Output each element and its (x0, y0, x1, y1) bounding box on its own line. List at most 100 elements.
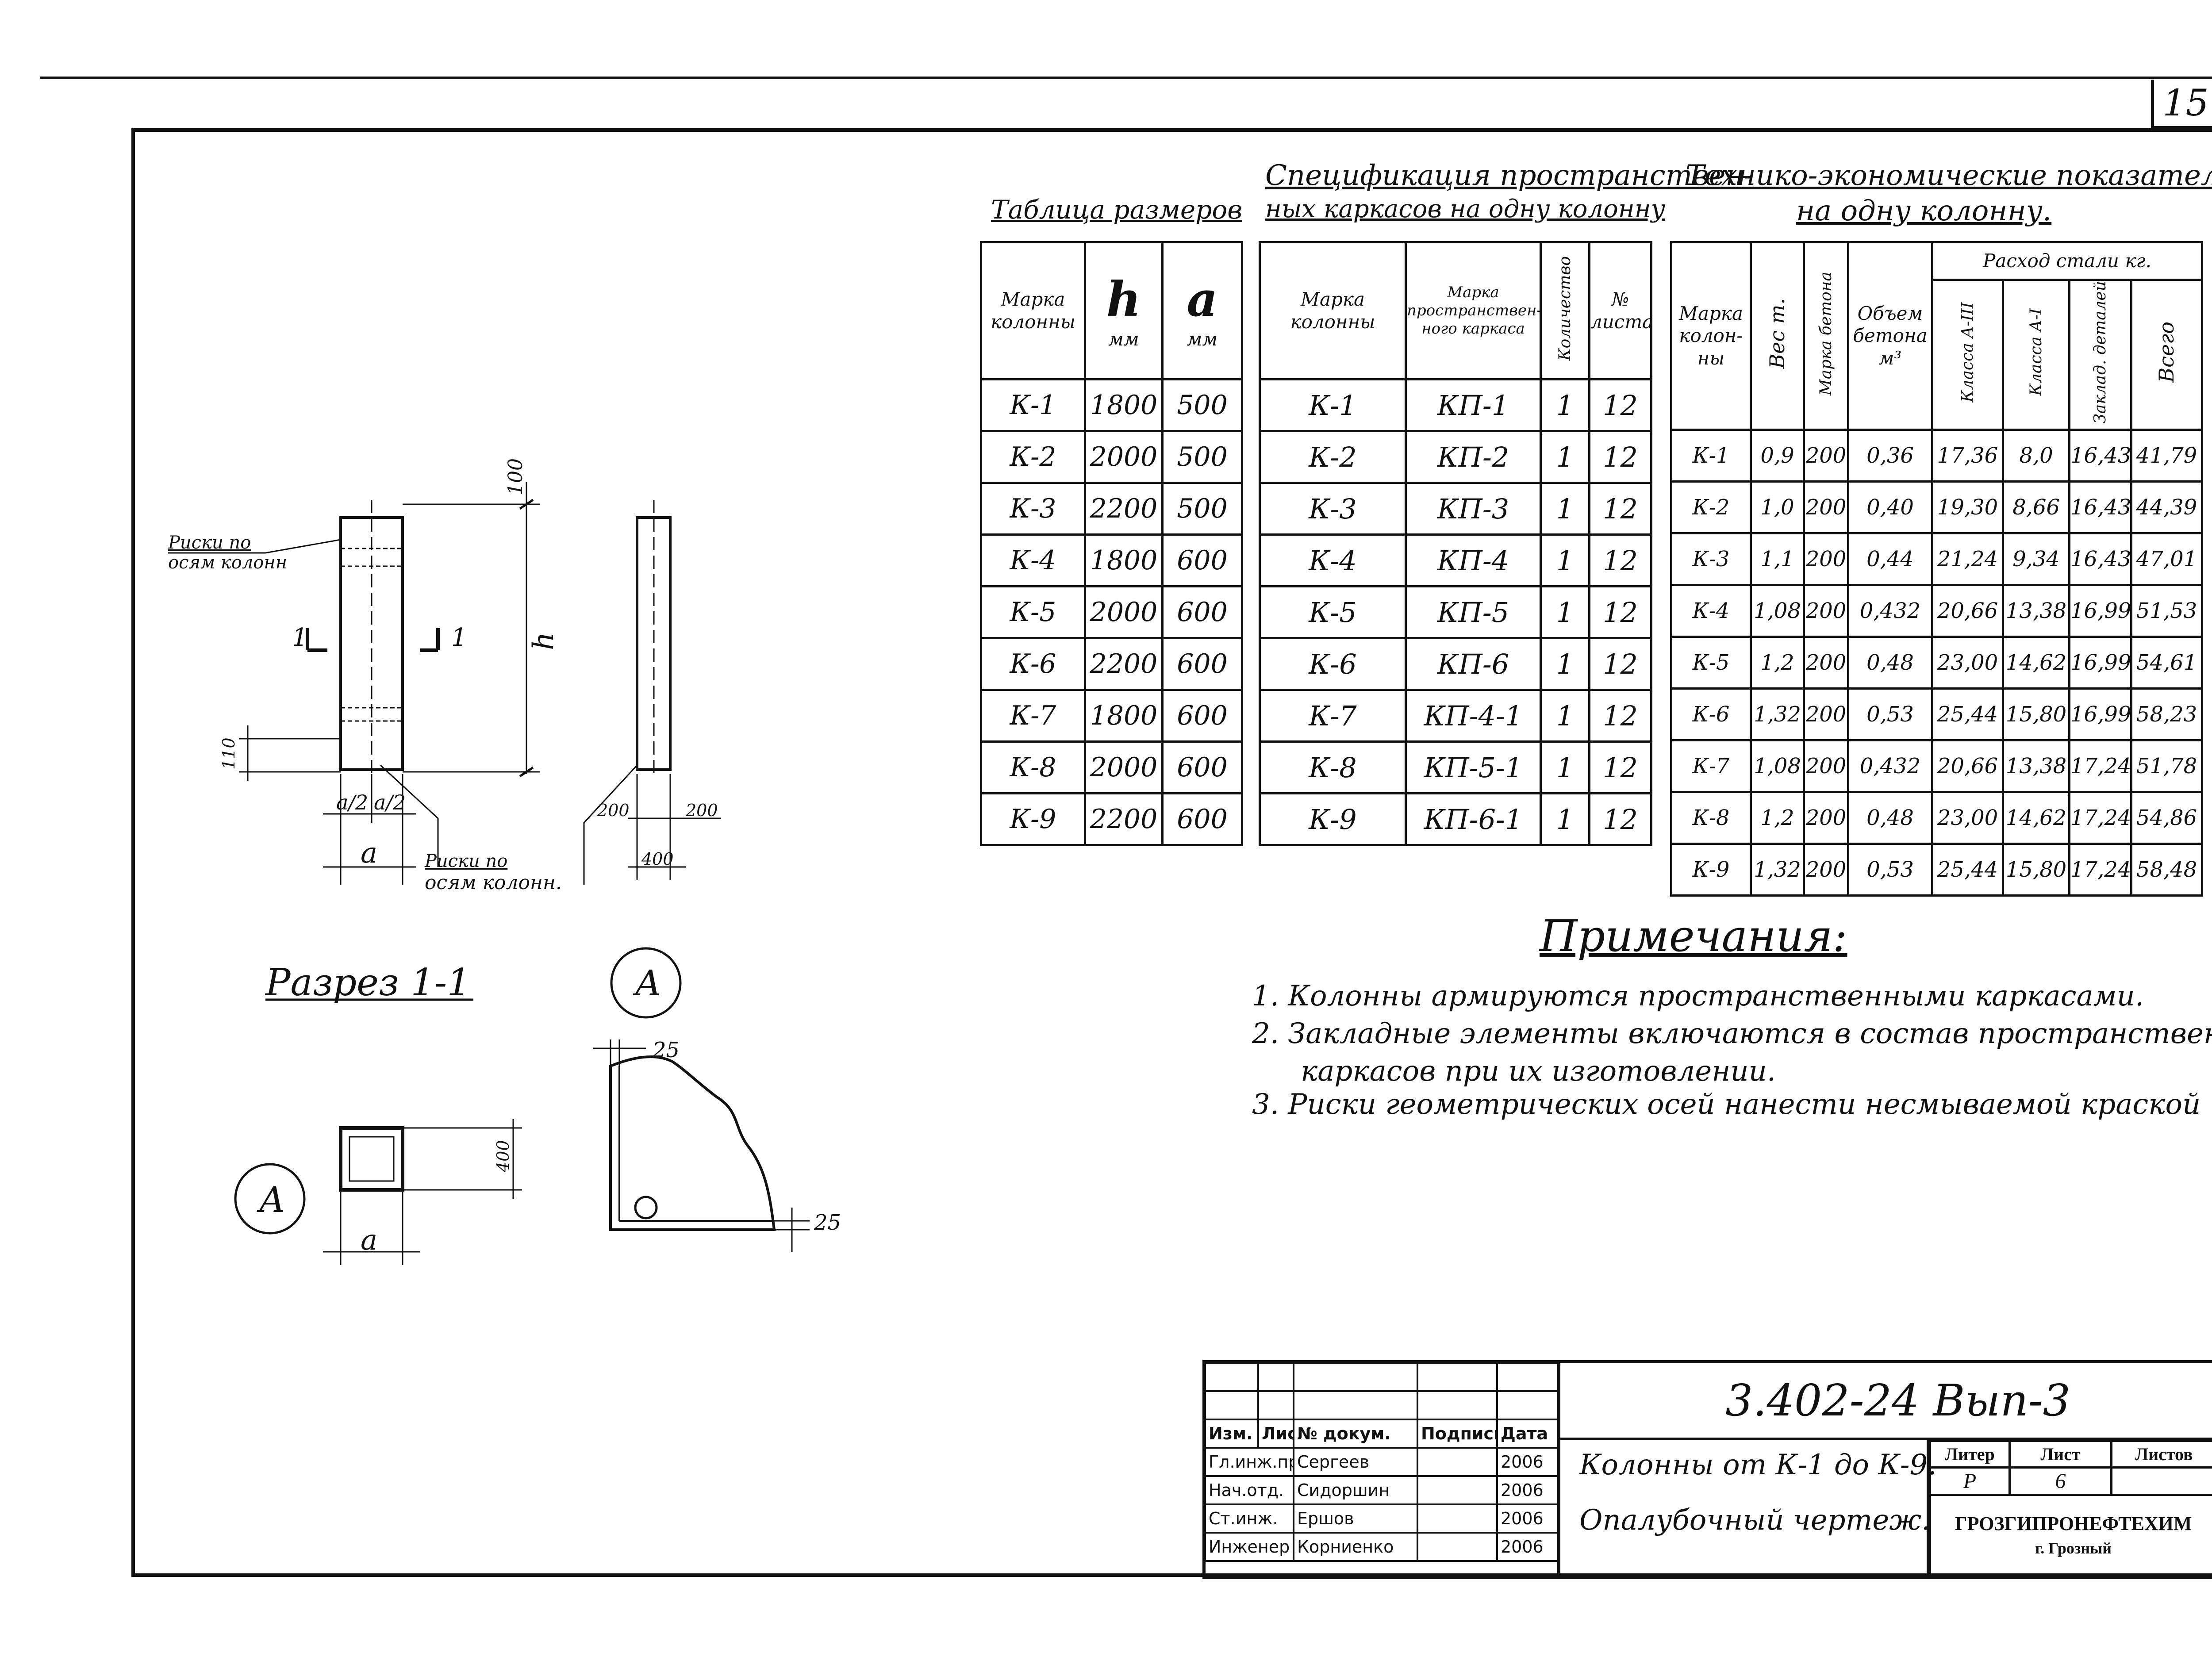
tep-cell: 14,62 (2002, 636, 2070, 690)
spec-table-title-2: ных каркасов на одну колонну (1265, 195, 1666, 223)
dim-25-top: 25 (652, 1038, 680, 1062)
tep-cell: 51,53 (2130, 584, 2204, 638)
stamp-cell: Гл.инж.пр. (1204, 1447, 1294, 1477)
tep-cell: 200 (1803, 532, 1849, 587)
org-line-1: ГРОЗГИПРОНЕФТЕХИМ (1955, 1512, 2192, 1534)
tep-cell: 17,24 (2068, 791, 2132, 845)
dim-200-right: 200 (685, 801, 718, 820)
dim-100: 100 (504, 458, 527, 495)
stamp-header-sign: Подпись (1417, 1419, 1498, 1449)
note-2: 2. Закладные элементы включаются в соста… (1252, 1017, 2212, 1050)
spec-header-mark: Марка колонны (1259, 241, 1407, 380)
tep-cell: 17,24 (2068, 843, 2132, 897)
section-mark-left: 1 (292, 623, 308, 652)
sizes-cell: К-8 (980, 740, 1086, 794)
stamp-cell: Корниенко (1293, 1532, 1418, 1562)
tep-cell: К-2 (1670, 480, 1752, 535)
tep-cell: 16,43 (2068, 480, 2132, 535)
sizes-cell: 2000 (1084, 430, 1164, 484)
spec-cell: 1 (1540, 689, 1590, 743)
sheet-number: 15 (2151, 80, 2212, 129)
stamp-header-date: Дата (1496, 1419, 1559, 1449)
tep-cell: 15,80 (2002, 843, 2070, 897)
stamp-header-doc: № докум. (1293, 1419, 1418, 1449)
spec-cell: КП-6 (1405, 637, 1542, 691)
sizes-cell: К-2 (980, 430, 1086, 484)
spec-cell: КП-5-1 (1405, 740, 1542, 794)
tep-cell: 41,79 (2130, 429, 2204, 483)
spec-table-title-1: Спецификация пространствен- (1265, 159, 1754, 192)
stamp-signature-cell (1417, 1532, 1498, 1562)
sizes-header-mark: Марка колонны (980, 241, 1086, 380)
stamp-cell: 2006 (1496, 1447, 1559, 1477)
lit-table: Литер Лист Листов Р 6 ГРОЗГИПРОНЕФТЕХИМ … (1929, 1440, 2212, 1576)
tep-cell: 51,78 (2130, 739, 2204, 794)
tep-cell: 0,9 (1750, 429, 1805, 483)
tep-header-a1: Класса A-I (2002, 278, 2070, 431)
tep-cell: 21,24 (1931, 532, 2004, 587)
spec-cell: К-7 (1259, 689, 1407, 743)
spec-table: Марка колонны Марка пространствен-ного к… (1259, 241, 1652, 846)
sizes-cell: 500 (1161, 378, 1243, 432)
tep-cell: 58,48 (2130, 843, 2204, 897)
dim-110: 110 (219, 737, 238, 770)
spec-cell: 1 (1540, 740, 1590, 794)
spec-cell: 12 (1588, 430, 1652, 484)
tep-cell: 16,43 (2068, 429, 2132, 483)
tep-cell: 25,44 (1931, 843, 2004, 897)
tep-cell: 16,99 (2068, 636, 2132, 690)
tep-cell: 200 (1803, 739, 1849, 794)
sheets-value (2110, 1466, 2212, 1496)
spec-cell: 12 (1588, 689, 1652, 743)
tep-cell: 0,48 (1847, 636, 1933, 690)
tep-cell: 44,39 (2130, 480, 2204, 535)
sizes-cell: 1800 (1084, 533, 1164, 587)
dim-a-half-1: a/2 (336, 790, 368, 814)
sizes-cell: 2000 (1084, 585, 1164, 639)
sizes-cell: 500 (1161, 430, 1243, 484)
organization: ГРОЗГИПРОНЕФТЕХИМ г. Грозный (1929, 1494, 2212, 1576)
spec-cell: 12 (1588, 637, 1652, 691)
label-risks-top-2: осям колонн (168, 552, 287, 573)
spec-cell: К-2 (1259, 430, 1407, 484)
note-3: 3. Риски геометрических осей нанести нес… (1252, 1088, 2201, 1121)
stamp-signature-cell (1417, 1475, 1498, 1505)
spec-cell: КП-2 (1405, 430, 1542, 484)
sizes-table-title: Таблица размеров (991, 195, 1242, 225)
tep-cell: 58,23 (2130, 687, 2204, 742)
document-code: 3.402-24 Вып-3 (1725, 1376, 2070, 1426)
dim-25-bottom: 25 (814, 1210, 841, 1235)
tep-cell: 200 (1803, 584, 1849, 638)
spec-cell: 1 (1540, 482, 1590, 536)
spec-cell: КП-4 (1405, 533, 1542, 587)
tep-cell: 8,66 (2002, 480, 2070, 535)
stamp-signature-cell (1417, 1447, 1498, 1477)
stamp-table: Изм. Лист № докум. Подпись Дата Гл.инж.п… (1204, 1362, 1559, 1562)
sizes-cell: 2200 (1084, 482, 1164, 536)
notes-title: Примечания: (1540, 911, 1847, 962)
tep-header-weight: Вес т. (1750, 241, 1805, 431)
sizes-cell: 600 (1161, 585, 1243, 639)
section-mark-right: 1 (451, 623, 467, 652)
spec-cell: 12 (1588, 533, 1652, 587)
spec-header-frame: Марка пространствен-ного каркаса (1405, 241, 1542, 380)
dim-h: h (527, 632, 560, 650)
